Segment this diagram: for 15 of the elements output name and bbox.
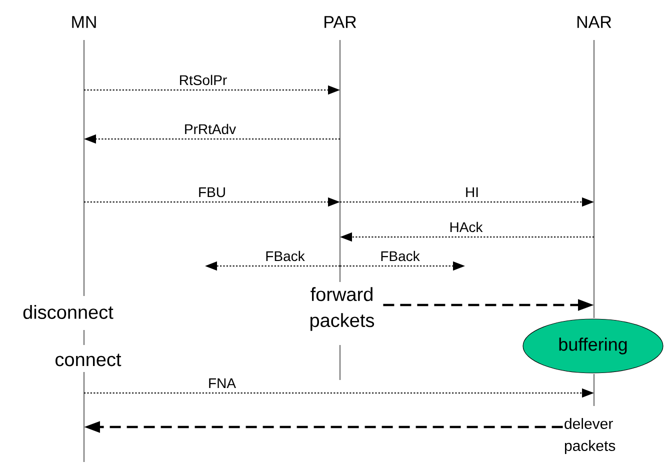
event-label: connect [54, 352, 122, 368]
message-label: FBU [199, 187, 225, 198]
participant-label: PAR [324, 16, 356, 28]
message-label: HI [466, 187, 478, 197]
message-label: FNA [209, 378, 236, 388]
event-label: disconnect [22, 304, 114, 320]
participant-label: NAR [577, 16, 612, 28]
process-label: forward packets [310, 287, 374, 331]
message-label: FBack [266, 250, 305, 262]
message-label: RtSolPr [180, 74, 227, 86]
participant-label: MN [72, 16, 96, 28]
message-label: HAck [450, 222, 483, 232]
message-label: FBack [381, 250, 420, 262]
process-label: delever packets [564, 418, 616, 454]
message-label: PrRtAdv [185, 124, 236, 134]
